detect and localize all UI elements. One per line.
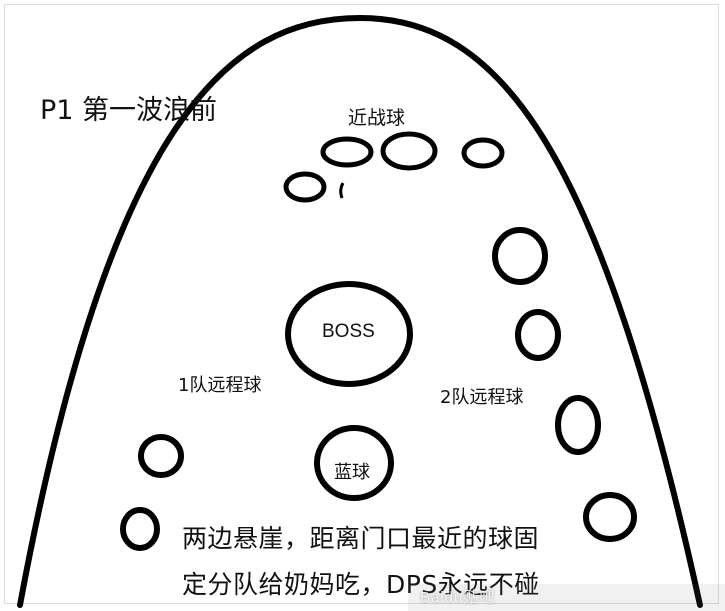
- boss-label: BOSS: [322, 321, 375, 342]
- team1-ranged-ball: [120, 507, 160, 551]
- watermark-text: Baidu贴吧: [420, 589, 496, 606]
- diagram-title: P1 第一波浪前: [40, 95, 218, 126]
- boss-circle: [285, 281, 413, 387]
- arena-outline: [17, 14, 703, 608]
- team1-ranged-label: 1队远程球: [178, 375, 262, 396]
- note-line-1: 两边悬崖，距离门口最近的球固: [182, 524, 540, 553]
- team2-ranged-ball: [492, 227, 548, 285]
- team2-ranged-ball: [555, 395, 601, 455]
- melee-ball: [461, 137, 505, 169]
- blue-ball-label: 蓝球: [334, 462, 370, 483]
- team2-ranged-ball: [583, 492, 637, 542]
- team1-ranged-ball: [138, 434, 184, 478]
- note-line-2: 定分队给奶妈吃，DPS永远不碰: [182, 570, 540, 599]
- image-frame: [4, 4, 719, 604]
- blue-ball: [314, 425, 394, 501]
- melee-ball-fragment: [339, 182, 345, 199]
- melee-balls-label: 近战球: [348, 107, 406, 129]
- melee-ball: [283, 171, 327, 203]
- melee-ball: [380, 131, 438, 171]
- melee-ball: [320, 136, 374, 168]
- team2-ranged-label: 2队远程球: [440, 387, 524, 408]
- team2-ranged-ball: [515, 309, 561, 361]
- watermark-bar: [408, 584, 725, 611]
